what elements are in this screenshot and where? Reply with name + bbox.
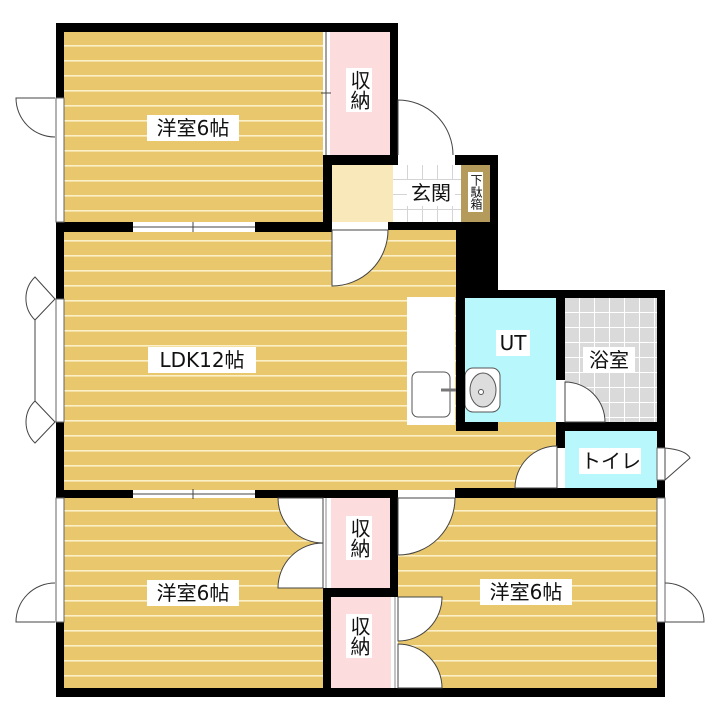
bedroom-bottom-left-exterior-door (15, 582, 56, 623)
closet-bottom-door-lower (397, 643, 443, 689)
bathroom-label: 浴室 (583, 347, 635, 373)
entrance-label: 玄関 (407, 180, 455, 206)
shoe-cabinet-label: 下駄箱 (468, 172, 483, 212)
walls (56, 23, 665, 697)
doors (15, 97, 705, 689)
closet-bottom-door-upper (397, 596, 443, 642)
closet-bottom-label: 収納 (346, 614, 372, 658)
bedroom-bottom-left-label: 洋室6帖 (147, 580, 239, 606)
ldk-floor (64, 230, 456, 490)
bedroom-top-label: 洋室6帖 (147, 115, 239, 141)
kitchen-sink (411, 371, 451, 418)
closet-middle-label: 収納 (346, 516, 372, 560)
bedroom-top-exterior-door (15, 97, 56, 138)
bedroom-right-door (397, 497, 456, 556)
entrance-ldk-door (331, 229, 389, 287)
utility-label: UT (496, 330, 530, 356)
toilet-window (664, 447, 691, 482)
entrance-step (332, 165, 393, 222)
entrance-door-opening (398, 156, 455, 163)
sliding-door-bottom (133, 489, 255, 499)
bathroom-door (564, 381, 606, 423)
ldk-exterior-door-lower (25, 400, 56, 444)
entrance-door (397, 99, 454, 156)
openings (55, 97, 666, 623)
closet-top-label: 収納 (346, 68, 372, 112)
ldk-label: LDK12帖 (148, 347, 256, 373)
ldk-exterior-door-upper (25, 276, 56, 321)
bedroom-bottom-right-label: 洋室6帖 (480, 579, 572, 605)
toilet-door (514, 445, 558, 489)
bedroom-bottom-right-exterior-door (664, 582, 705, 623)
closet-middle-door-lower (277, 542, 324, 589)
sliding-door-top (133, 222, 255, 232)
toilet-label: トイレ (579, 448, 641, 474)
